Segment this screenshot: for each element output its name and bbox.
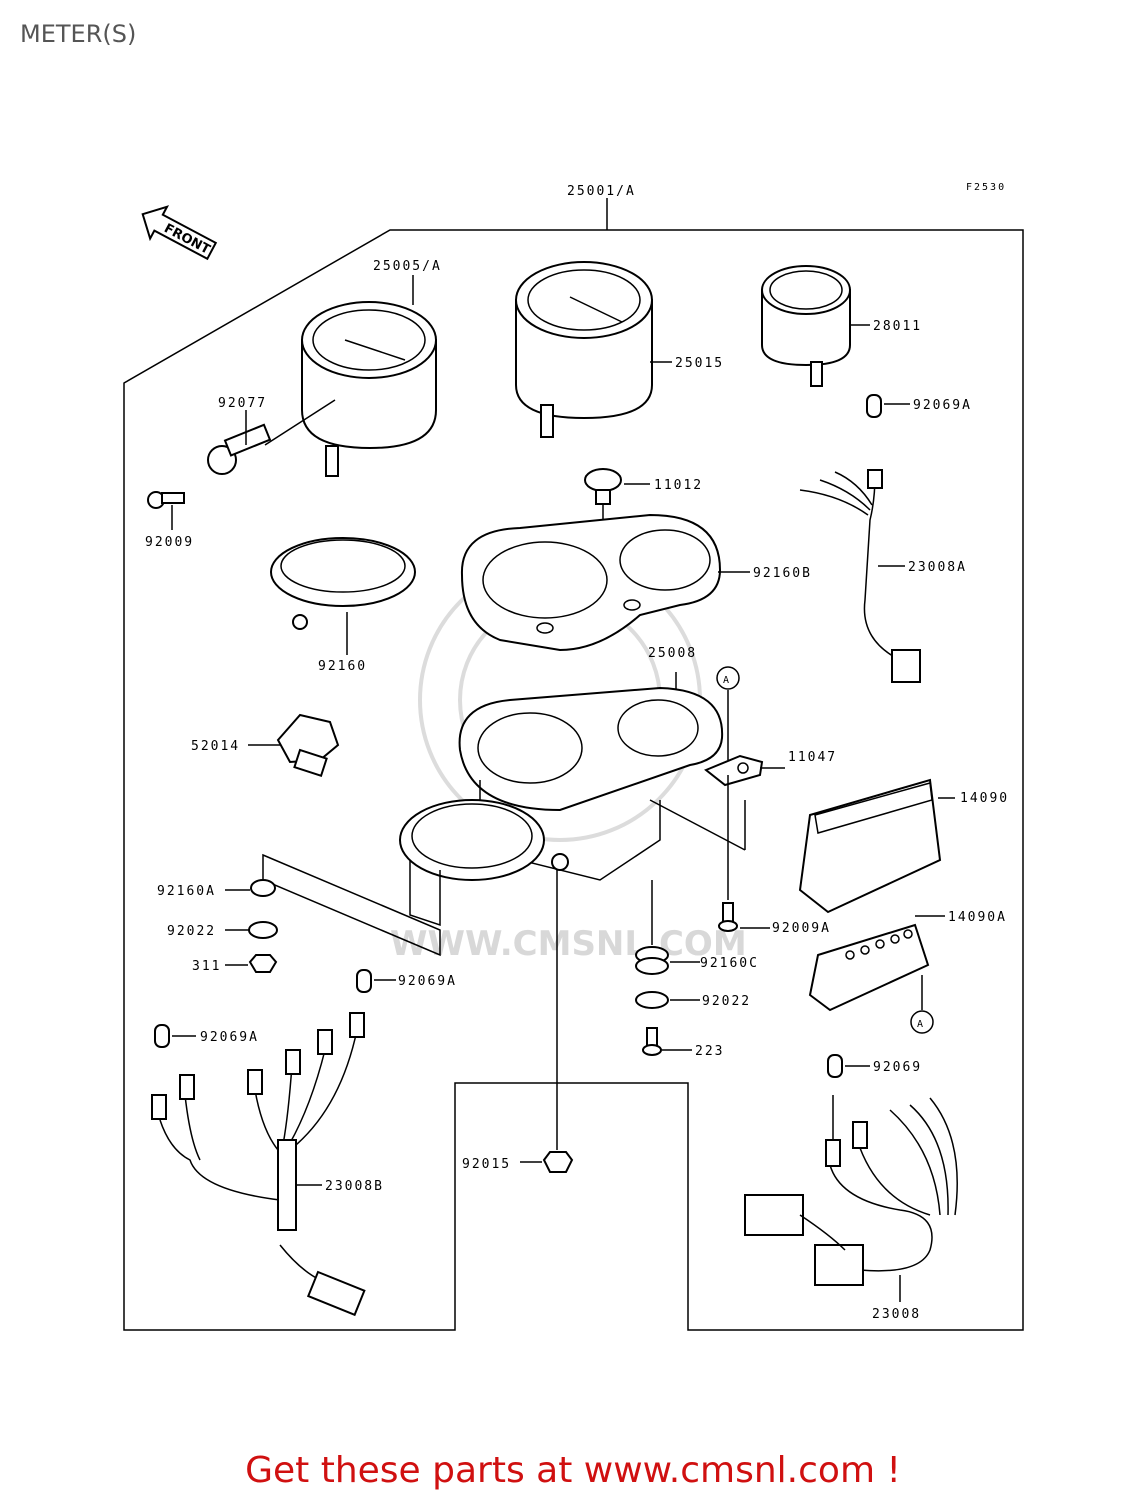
watermark-text: WWW.CMSNL.COM [390, 924, 747, 964]
label-92160a: 92160A [157, 884, 216, 899]
indicator-lamp-housing-icon [798, 778, 942, 914]
rubber-damper-icon [635, 946, 669, 975]
label-92160b: 92160B [753, 566, 812, 581]
label-23008: 23008 [872, 1307, 921, 1322]
ring-gasket-icon [270, 537, 416, 630]
screw-92009a-icon [718, 902, 738, 932]
label-92069a-left: 92069A [200, 1030, 259, 1045]
indicator-lens-icon [808, 923, 930, 1012]
label-311: 311 [192, 959, 221, 974]
assembly-outline [123, 229, 1024, 1331]
figure-code: F2530 [966, 182, 1006, 193]
label-92022-left: 92022 [167, 924, 216, 939]
callout-a-top: A [723, 675, 731, 686]
page-title: METER(S) [20, 20, 137, 48]
clip-icon [704, 754, 764, 787]
wiring-harness-23008-icon [744, 1095, 958, 1286]
washer-stack-icon [248, 879, 278, 973]
label-92160: 92160 [318, 659, 367, 674]
label-23008b: 23008B [325, 1179, 384, 1194]
wiring-harness-23008a-icon [799, 469, 921, 683]
parts-diagram: WWW.CMSNL.COM FRONT [123, 182, 1024, 1331]
speedometer-icon [515, 261, 653, 438]
label-223: 223 [695, 1044, 724, 1059]
grommet-icon [584, 468, 622, 505]
label-92015: 92015 [462, 1157, 511, 1172]
label-25008: 25008 [648, 646, 697, 661]
nut-icon [542, 1151, 574, 1173]
screw-icon [147, 491, 185, 509]
label-11012: 11012 [654, 478, 703, 493]
label-92077: 92077 [218, 396, 267, 411]
label-92069a-top: 92069A [913, 398, 972, 413]
promo-link[interactable]: Get these parts at www.cmsnl.com ! [245, 1450, 901, 1491]
label-92022-right: 92022 [702, 994, 751, 1009]
label-25005a: 25005/A [373, 259, 442, 274]
label-52014: 52014 [191, 739, 240, 754]
meter-bracket-icon [399, 686, 724, 927]
label-92009a: 92009A [772, 921, 831, 936]
label-92009: 92009 [145, 535, 194, 550]
label-23008a: 23008A [908, 560, 967, 575]
meter-cover-plate-icon [460, 513, 722, 652]
label-11047: 11047 [788, 750, 837, 765]
label-25015: 25015 [675, 356, 724, 371]
tachometer-icon [301, 301, 437, 477]
label-92160c: 92160C [700, 956, 759, 971]
washer-icon [635, 991, 669, 1009]
sensor-unit-icon [276, 713, 340, 778]
callout-a-bottom: A [917, 1019, 925, 1030]
label-14090a: 14090A [948, 910, 1007, 925]
label-14090: 14090 [960, 791, 1009, 806]
label-92069: 92069 [873, 1060, 922, 1075]
gauge-icon [761, 265, 851, 387]
label-28011: 28011 [873, 319, 922, 334]
label-25001a: 25001/A [567, 184, 636, 199]
bolt-223-icon [642, 1027, 662, 1056]
cable-fitting-icon [207, 423, 272, 475]
label-92069a-mid: 92069A [398, 974, 457, 989]
bulb-icon [154, 394, 882, 1078]
front-arrow-icon: FRONT [141, 205, 218, 261]
wiring-harness-23008b-icon [151, 1012, 366, 1317]
